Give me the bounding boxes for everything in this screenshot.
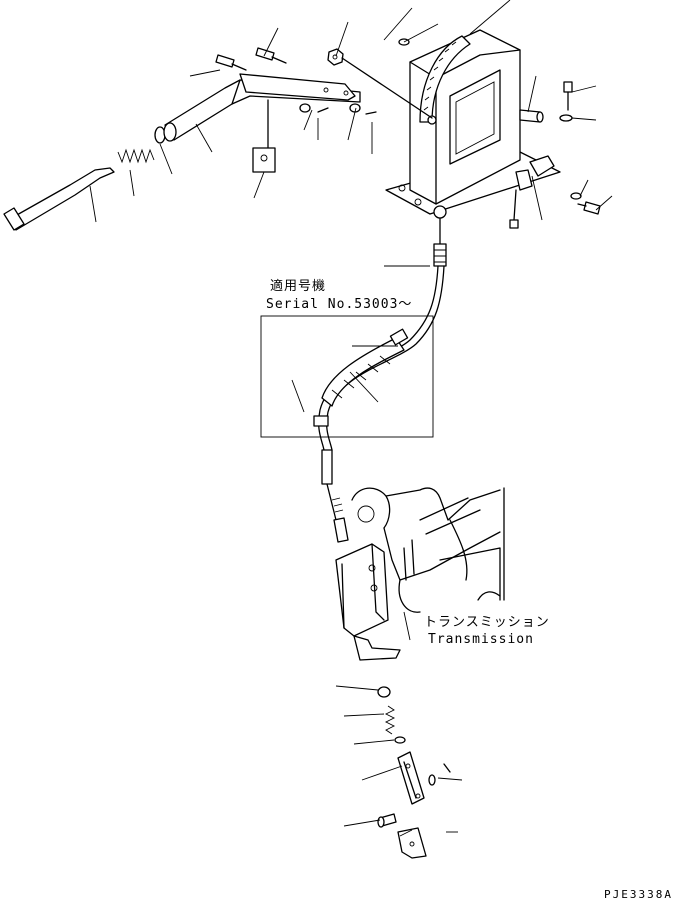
clevis-icon — [397, 751, 425, 805]
pin-icon — [377, 813, 397, 828]
transmission-housing — [351, 487, 505, 613]
leader-lines — [89, 0, 613, 837]
spring-icon — [384, 705, 396, 735]
lower-parts — [377, 686, 451, 859]
brake-lever-stand — [341, 29, 601, 229]
transmission-label-jp: トランスミッション — [424, 615, 550, 630]
drawing-code: PJE3338A — [604, 888, 673, 901]
serial-note-box: 適用号機 Serial No.53003〜 — [260, 278, 434, 438]
serial-number: Serial No.53003〜 — [266, 297, 412, 312]
nut-icon — [327, 48, 344, 66]
ratchet-sector-icon — [419, 35, 471, 125]
brake-cable — [313, 205, 447, 543]
clevis-icon — [252, 147, 276, 173]
transmission-label-en: Transmission — [428, 632, 534, 647]
bushing-icon — [377, 686, 391, 698]
bolt-icon — [577, 201, 601, 215]
lever-handle-assembly — [3, 47, 377, 231]
pin-icon — [519, 109, 544, 123]
bolt-icon — [255, 47, 287, 64]
washer-icon — [394, 736, 406, 744]
bolt-icon — [563, 81, 573, 111]
washer-icon — [559, 114, 573, 122]
serial-note-title: 適用号機 — [270, 278, 326, 294]
bolt-icon — [215, 54, 247, 71]
washer-icon — [299, 103, 311, 113]
washer-icon — [154, 126, 166, 144]
cable-bracket — [335, 543, 401, 661]
spring-icon — [117, 148, 155, 164]
switch-icon — [509, 155, 555, 229]
washer-icon — [428, 774, 436, 786]
washer-icon — [570, 192, 582, 200]
